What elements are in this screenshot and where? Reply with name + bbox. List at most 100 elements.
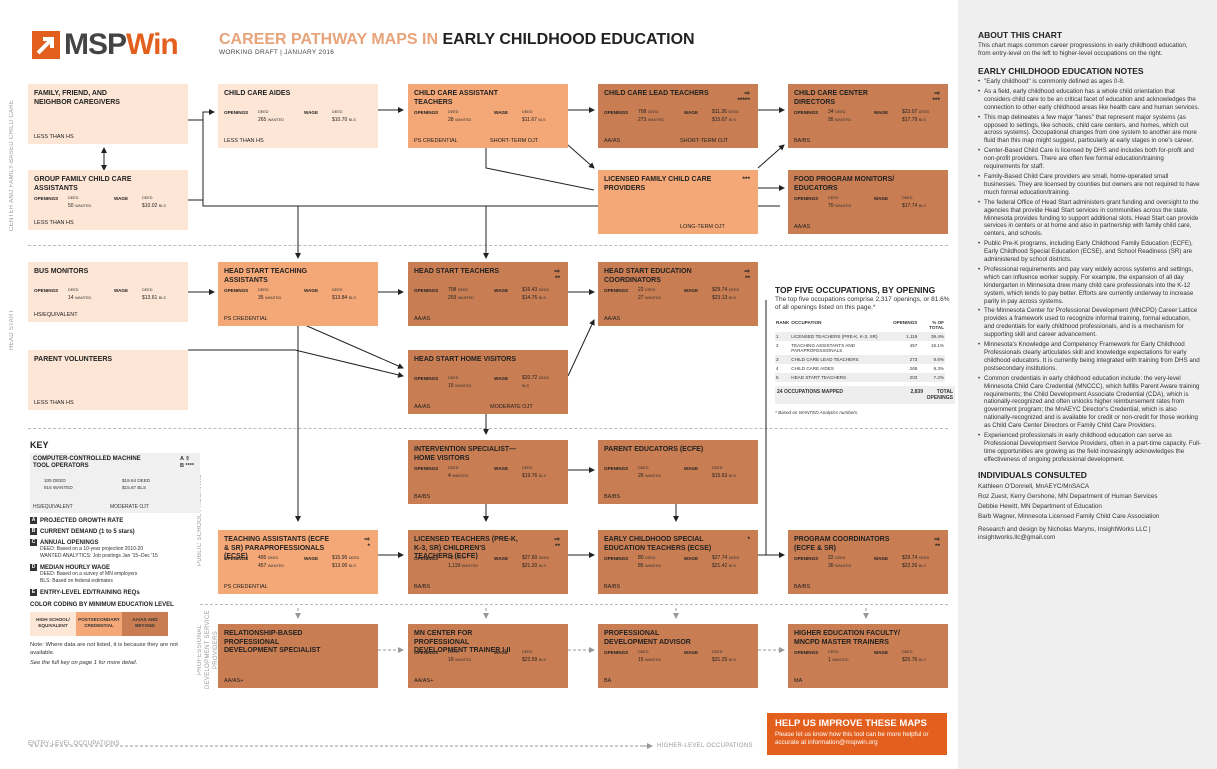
education-req: MA	[794, 678, 803, 684]
note-item: Public Pre-K programs, including Early C…	[978, 240, 1201, 264]
openings-wanted: 203 WANTED	[448, 295, 475, 301]
key-letter-badge: B	[30, 528, 37, 535]
education-req: AA/AS+	[414, 678, 434, 684]
note-item: Center-Based Child Care is licensed by D…	[978, 147, 1201, 171]
key-sub: DEED: Based on a survey of MN employers	[40, 571, 138, 577]
openings-label: OPENINGS	[604, 466, 629, 471]
openings-deed: DEED	[68, 288, 79, 292]
training-req: MODERATE OJT	[490, 404, 533, 410]
openings-wanted: 265 WANTED	[258, 117, 285, 123]
occupation-box-pc[interactable]: PROGRAM COORDINATORS (ECFE & SR)⇨ **OPEN…	[788, 530, 948, 594]
occupation-box-hef[interactable]: HIGHER EDUCATION FACULTY/ MNCPD MASTER T…	[788, 624, 948, 688]
education-req: BA	[604, 678, 612, 684]
lane-divider	[28, 245, 948, 246]
lane-divider	[28, 428, 948, 429]
education-req: PS CREDENTIAL	[224, 316, 268, 322]
occupation-name: FAMILY, FRIEND, AND NEIGHBOR CAREGIVERS	[34, 90, 120, 106]
openings-wanted: 26 WANTED	[638, 473, 662, 479]
key-sample-flag: A ⇧ B ****	[179, 456, 194, 469]
openings-deed: 708 DEED	[638, 109, 659, 115]
occupation-name: CHILD CARE ASSISTANT TEACHERS	[414, 90, 498, 106]
education-req: PS CREDENTIAL	[414, 138, 458, 144]
education-req: LESS THAN HS	[34, 400, 74, 406]
key-sample-wage2: $15.87 BLS	[122, 485, 147, 490]
help-banner[interactable]: HELP US IMPROVE THESE MAPS Please let us…	[767, 713, 947, 755]
key-sample-wage1: $19.64 DEED	[122, 478, 151, 483]
occupation-box-mncpd[interactable]: MN CENTER FOR PROFESSIONAL DEVELOPMENT T…	[408, 624, 568, 688]
wage-label: WAGE	[494, 376, 509, 381]
occupation-box-rbpd[interactable]: RELATIONSHIP-BASED PROFESSIONAL DEVELOPM…	[218, 624, 378, 688]
wage-label: WAGE	[304, 288, 319, 293]
openings-label: OPENINGS	[794, 110, 819, 115]
openings-deed: 22 DEED	[638, 287, 656, 293]
wage-deed: $27.74 DEED	[712, 555, 740, 561]
wage-deed: DEED	[142, 288, 153, 292]
key-letter-badge: C	[30, 539, 37, 546]
education-req: BA/BS	[604, 584, 621, 590]
occupation-name: CHILD CARE AIDES	[224, 90, 291, 97]
occupation-name: EARLY CHILDHOOD SPECIAL EDUCATION TEACHE…	[604, 536, 712, 552]
help-title: HELP US IMPROVE THESE MAPS	[775, 718, 927, 729]
openings-label: OPENINGS	[794, 196, 819, 201]
top5-total: 24 OCCUPATIONS MAPPED 2,839 TOTAL OPENIN…	[775, 386, 955, 404]
education-req: PS CREDENTIAL	[224, 584, 268, 590]
wage-deed: DEED	[712, 650, 723, 654]
key-sample-train: MODERATE OJT	[110, 504, 149, 510]
occupation-box-lt[interactable]: LICENSED TEACHERS (PRE-K, K-3, SR) CHILD…	[408, 530, 568, 594]
axis-entry-label: ENTRY-LEVEL OCCUPATIONS	[28, 741, 120, 747]
wage-deed: DEED	[522, 650, 533, 654]
growth-demand-flag: ***	[742, 176, 750, 183]
wage-bls: $21.42 BLS	[712, 563, 736, 569]
wage-deed: DEED	[332, 288, 343, 292]
openings-deed: DEED	[448, 650, 459, 654]
occupation-name: LICENSED FAMILY CHILD CARE PROVIDERS	[604, 176, 712, 192]
openings-wanted: 15 WANTED	[638, 657, 662, 663]
wage-deed: $27.60 DEED	[522, 555, 550, 561]
occupation-box-hsec[interactable]: HEAD START EDUCATION COORDINATORS⇨ **OPE…	[598, 262, 758, 326]
openings-wanted: 28 WANTED	[448, 117, 472, 123]
occupation-box-ecse[interactable]: EARLY CHILDHOOD SPECIAL EDUCATION TEACHE…	[598, 530, 758, 594]
wage-deed: DEED	[522, 466, 533, 470]
education-req: AA/AS+	[224, 678, 244, 684]
education-req: AA/AS	[414, 316, 431, 322]
wage-deed: DEED	[142, 196, 153, 200]
openings-deed: 495 DEED	[258, 555, 279, 561]
occupation-name: HIGHER EDUCATION FACULTY/ MNCPD MASTER T…	[794, 630, 900, 646]
sidebar: ABOUT THIS CHART This chart maps common …	[958, 0, 1217, 769]
wage-label: WAGE	[304, 556, 319, 561]
legend-aa: AA/AS AND BEYOND	[122, 612, 168, 636]
openings-wanted: 50 WANTED	[68, 203, 92, 209]
openings-wanted: 273 WANTED	[638, 117, 665, 123]
wage-label: WAGE	[494, 556, 509, 561]
education-req: BA/BS	[604, 494, 621, 500]
key-letter-badge: D	[30, 564, 37, 571]
occupation-box-dirs[interactable]: CHILD CARE CENTER DIRECTORS⇨ ***OPENINGS…	[788, 84, 948, 148]
wage-deed: $16.43 DEED	[522, 287, 550, 293]
key-sample-open1: 105 DEED	[44, 478, 66, 483]
note-item: Minnesota's Knowledge and Competency Fra…	[978, 341, 1201, 373]
occupation-box-lfcc[interactable]: LICENSED FAMILY CHILD CARE PROVIDERS *** L…	[598, 170, 758, 234]
education-req: AA/AS	[604, 316, 621, 322]
training-req: LONG-TERM OJT	[680, 224, 725, 230]
wage-label: WAGE	[494, 466, 509, 471]
occupation-box-ta[interactable]: TEACHING ASSISTANTS (ECFE & SR) PARAPROF…	[218, 530, 378, 594]
wage-bls: $25.76 BLS	[902, 657, 926, 663]
openings-wanted: 85 WANTED	[638, 563, 662, 569]
education-req: BA/BS	[794, 584, 811, 590]
